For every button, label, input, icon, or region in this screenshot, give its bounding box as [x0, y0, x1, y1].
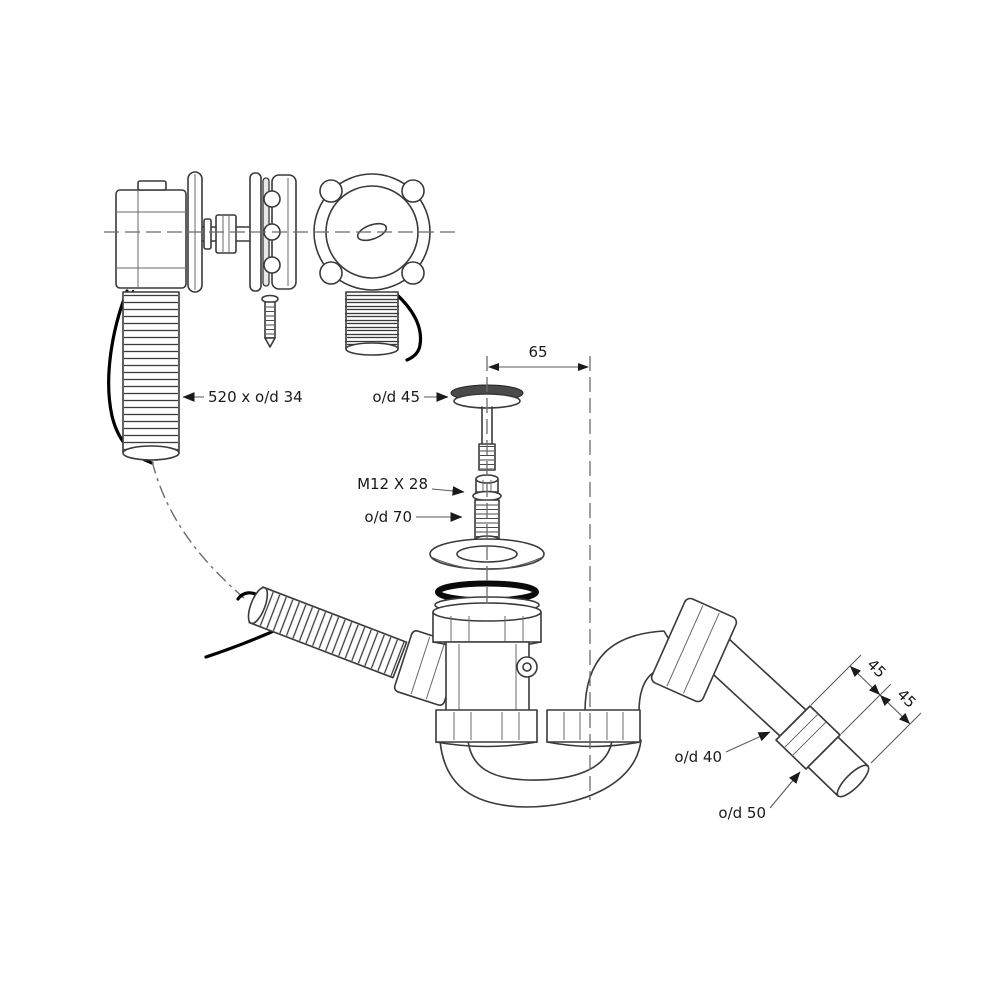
elbow-swivel-nut — [650, 597, 738, 703]
outlet-open-end — [836, 764, 870, 798]
bolt-spec-label: M12 X 28 — [357, 475, 428, 493]
outlet-tail-50 — [807, 736, 870, 798]
overflow-hose-label: 520 x o/d 34 — [208, 388, 303, 406]
plug-od-label: o/d 45 — [372, 388, 420, 406]
knob-corrugated-hose — [345, 291, 399, 356]
trap-bottom-nut-left — [435, 709, 538, 748]
dim-45a-label: 45 — [863, 655, 889, 681]
outlet-od50-callout: o/d 50 — [718, 771, 801, 822]
cleaning-eye — [516, 656, 538, 678]
flange-callout: o/d 70 — [364, 508, 463, 526]
dim-45b-label: 45 — [893, 685, 919, 711]
inlet-corrugated-hose — [247, 586, 408, 679]
outlet-coupling — [775, 705, 841, 770]
od40-label: o/d 40 — [674, 748, 722, 766]
bolt-callout: M12 X 28 — [357, 475, 465, 496]
knob-grip-notch — [401, 179, 425, 203]
knob-grip-notch — [401, 261, 425, 285]
outlet-od40-callout: o/d 40 — [674, 731, 771, 766]
dim-65-label: 65 — [528, 343, 547, 361]
connection-centerline-curve — [151, 460, 245, 599]
trap-bottom-nut-right — [546, 709, 641, 748]
trap-body — [445, 641, 538, 713]
od50-label: o/d 50 — [718, 804, 766, 822]
trap-u-bend — [439, 739, 642, 808]
flange-od-label: o/d 70 — [364, 508, 412, 526]
overflow-hose-callout: 520 x o/d 34 — [182, 388, 303, 406]
trap-elbow-riser — [584, 630, 687, 713]
overflow-screw — [261, 294, 279, 348]
knob-grip-notch — [319, 261, 343, 285]
overflow-knob-front-view — [313, 173, 431, 291]
dimension-65: 65 — [488, 343, 589, 371]
knob-cable — [393, 291, 423, 362]
plug-callout: o/d 45 — [372, 388, 449, 406]
pop-up-plug — [450, 384, 524, 471]
overflow-corrugated-hose — [122, 291, 180, 461]
knob-grip-notch — [319, 179, 343, 203]
trap-top-nut — [432, 602, 542, 649]
overflow-stud-and-nut — [201, 214, 253, 254]
